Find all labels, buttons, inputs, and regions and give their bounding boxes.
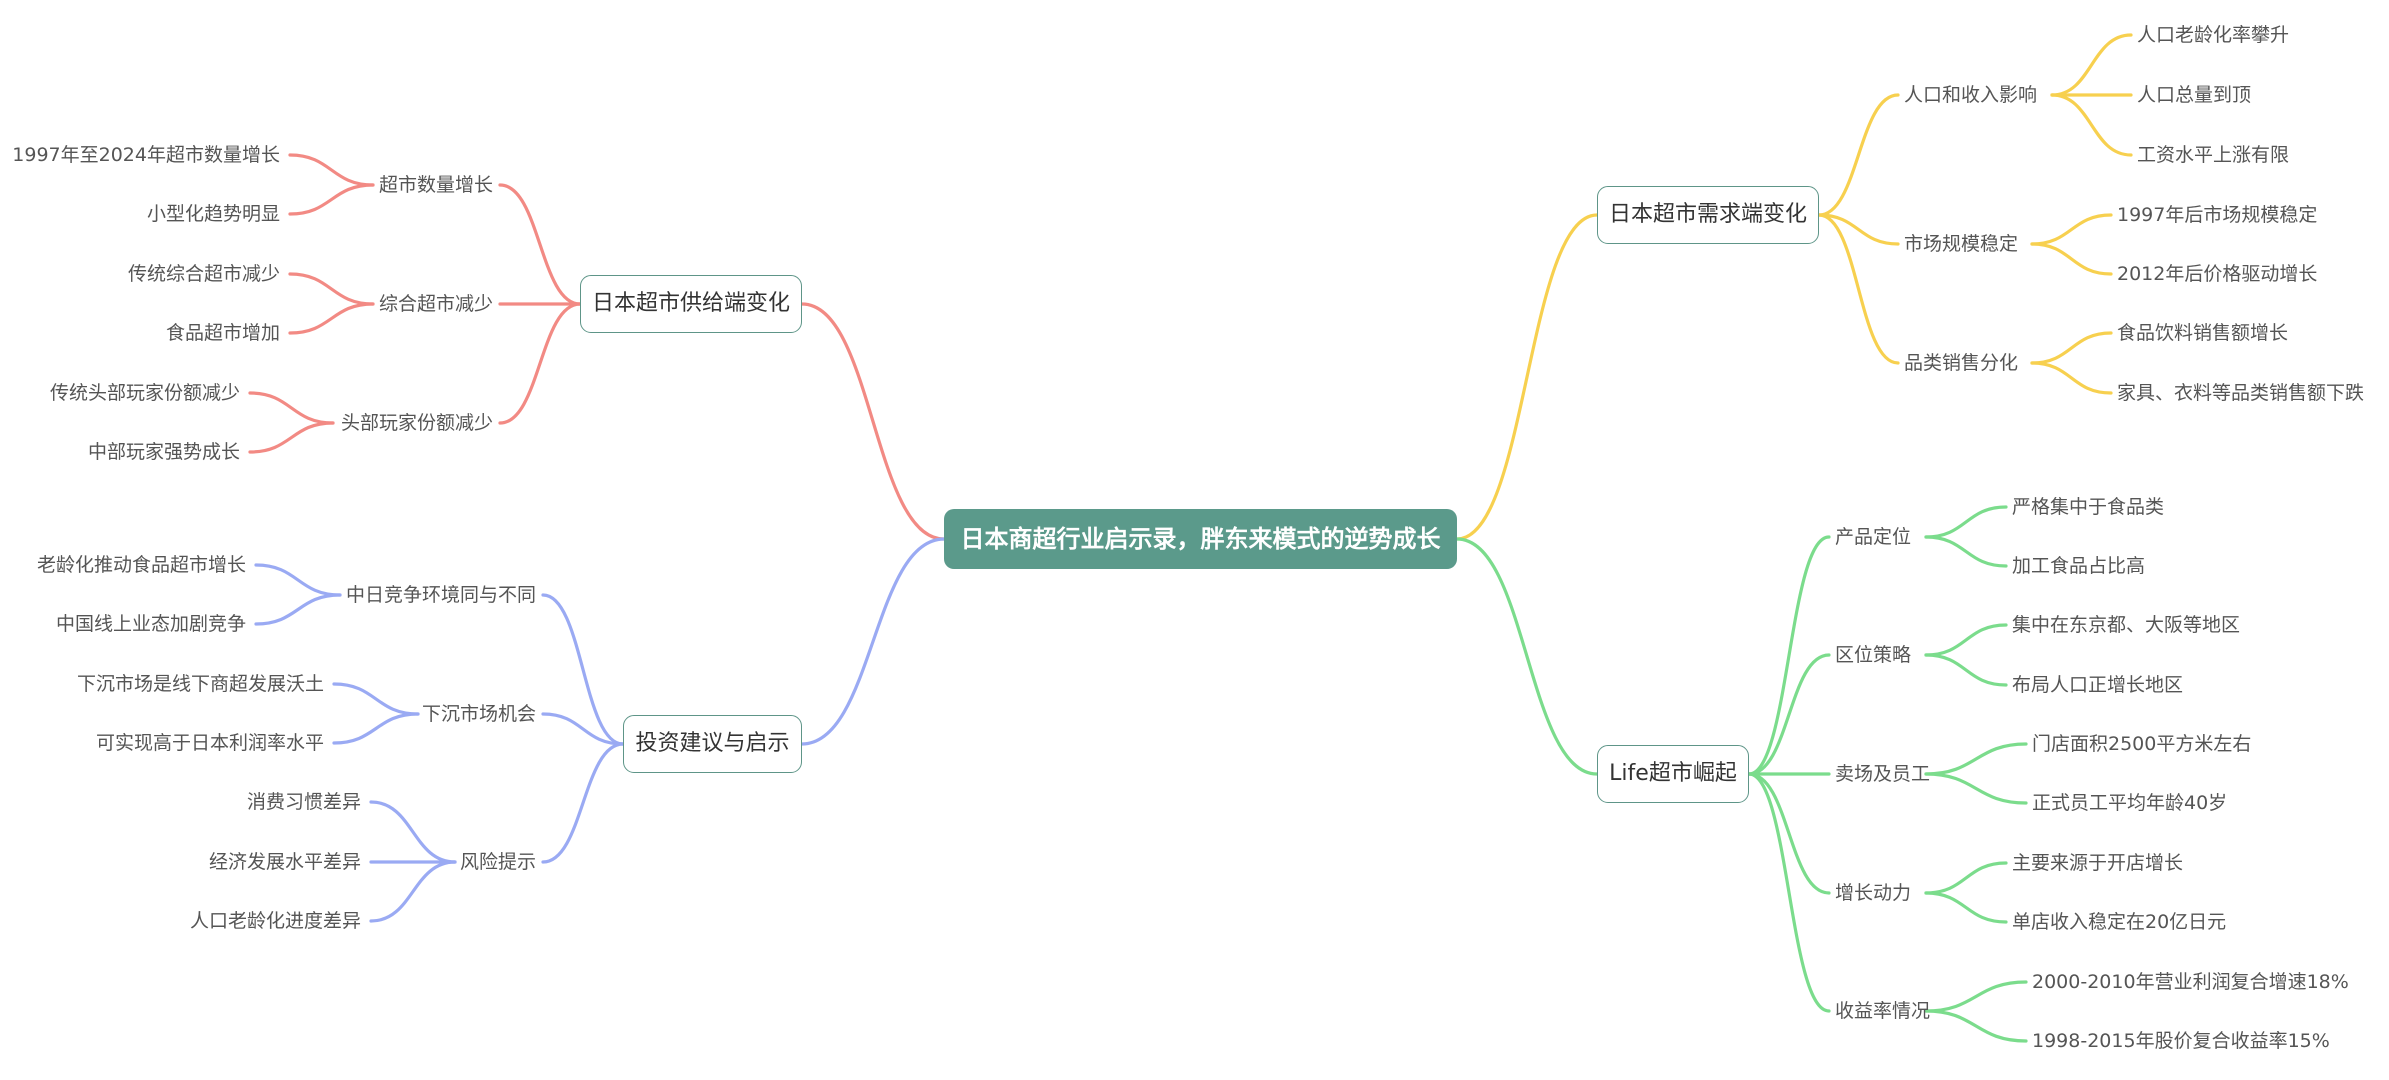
leaf-traditional-gms[interactable]: 传统综合超市减少	[127, 263, 280, 285]
branch-supply[interactable]: 日本超市供给端变化	[580, 275, 802, 333]
sub-product-positioning[interactable]: 产品定位	[1835, 526, 1912, 548]
branch-invest[interactable]: 投资建议与启示	[623, 715, 802, 773]
connector-life-leaf	[1924, 742, 2028, 776]
leaf-food-supermarket-up[interactable]: 食品超市增加	[165, 322, 280, 344]
leaf-stock-cagr[interactable]: 1998-2015年股价复合收益率15%	[2032, 1030, 2330, 1052]
sub-supermarket-count[interactable]: 超市数量增长	[378, 174, 493, 196]
connector-invest-sub	[541, 593, 625, 746]
leaf-aging-progress[interactable]: 人口老龄化进度差异	[189, 910, 361, 932]
root-node[interactable]: 日本商超行业启示录，胖东来模式的逆势成长	[944, 509, 1457, 569]
leaf-tokyo-osaka[interactable]: 集中在东京都、大阪等地区	[2012, 614, 2241, 636]
connector-root-demand	[1455, 213, 1599, 541]
sub-category-split[interactable]: 品类销售分化	[1904, 352, 2019, 374]
sub-population-income[interactable]: 人口和收入影响	[1904, 84, 2038, 106]
connector-demand-leaf	[2030, 242, 2113, 276]
connector-invest-sub	[541, 712, 625, 746]
connector-supply-leaf	[288, 272, 375, 306]
connector-life-sub	[1747, 535, 1831, 776]
connector-invest-leaf	[254, 563, 342, 597]
connector-supply-leaf	[248, 391, 335, 425]
connector-root-supply	[800, 302, 946, 541]
connector-life-sub	[1747, 653, 1831, 776]
leaf-staff-age[interactable]: 正式员工平均年龄40岁	[2032, 792, 2228, 814]
leaf-aging-rate[interactable]: 人口老龄化率攀升	[2137, 24, 2290, 46]
connector-life-leaf	[1924, 623, 2008, 657]
leaf-population-peak[interactable]: 人口总量到顶	[2137, 84, 2252, 106]
connector-life-leaf	[1924, 772, 2028, 805]
leaf-price-driven-2012[interactable]: 2012年后价格驱动增长	[2117, 263, 2318, 285]
leaf-traditional-top-players[interactable]: 传统头部玩家份额减少	[49, 382, 240, 404]
connector-supply-leaf	[288, 302, 375, 335]
connector-invest-leaf	[254, 593, 342, 626]
connector-demand-leaf	[2050, 93, 2133, 157]
sub-lower-tier-market[interactable]: 下沉市场机会	[421, 703, 536, 725]
leaf-mid-players[interactable]: 中部玩家强势成长	[87, 441, 240, 463]
sub-gms-decline[interactable]: 综合超市减少	[378, 293, 493, 315]
leaf-market-stable-1997[interactable]: 1997年后市场规模稳定	[2117, 204, 2318, 226]
connector-demand-leaf	[2030, 361, 2113, 395]
connector-invest-leaf	[332, 682, 420, 716]
connector-demand-sub	[1817, 93, 1900, 217]
leaf-economic-level[interactable]: 经济发展水平差异	[208, 851, 361, 873]
branch-life[interactable]: Life超市崛起	[1597, 745, 1749, 803]
branch-demand[interactable]: 日本超市需求端变化	[1597, 186, 1819, 244]
leaf-lower-tier-fertile[interactable]: 下沉市场是线下商超发展沃土	[76, 673, 324, 695]
connector-life-leaf	[1924, 505, 2008, 539]
connector-demand-leaf	[2030, 331, 2113, 365]
leaf-population-growth-area[interactable]: 布局人口正增长地区	[2012, 674, 2184, 696]
leaf-miniaturization[interactable]: 小型化趋势明显	[146, 203, 280, 225]
sub-market-size[interactable]: 市场规模稳定	[1904, 233, 2019, 255]
leaf-store-revenue[interactable]: 单店收入稳定在20亿日元	[2012, 911, 2227, 933]
connector-root-life	[1455, 537, 1599, 776]
connector-root-invest	[800, 537, 946, 746]
leaf-store-area[interactable]: 门店面积2500平方米左右	[2032, 733, 2252, 755]
sub-store-staff[interactable]: 卖场及员工	[1835, 763, 1931, 785]
connector-life-sub	[1747, 772, 1831, 895]
sub-top-share-decline[interactable]: 头部玩家份额减少	[340, 412, 493, 434]
connector-demand-sub	[1817, 213, 1900, 365]
connector-demand-leaf	[2050, 33, 2133, 97]
sub-growth-driver[interactable]: 增长动力	[1835, 882, 1912, 904]
sub-returns[interactable]: 收益率情况	[1835, 1000, 1931, 1022]
leaf-furniture-sales-down[interactable]: 家具、衣料等品类销售额下跌	[2117, 382, 2365, 404]
leaf-aging-food-growth[interactable]: 老龄化推动食品超市增长	[36, 554, 246, 576]
leaf-wage-limited[interactable]: 工资水平上涨有限	[2137, 144, 2290, 166]
leaf-consumption-habit[interactable]: 消费习惯差异	[246, 791, 361, 813]
leaf-profit-cagr[interactable]: 2000-2010年营业利润复合增速18%	[2032, 971, 2349, 993]
connector-life-leaf	[1924, 891, 2008, 924]
connector-life-leaf	[1924, 1009, 2028, 1043]
leaf-higher-margin[interactable]: 可实现高于日本利润率水平	[95, 732, 324, 754]
connector-invest-leaf	[369, 800, 457, 864]
connector-demand-leaf	[2030, 213, 2113, 246]
connector-life-leaf	[1924, 653, 2008, 687]
sub-competition-compare[interactable]: 中日竞争环境同与不同	[345, 584, 536, 606]
connector-life-leaf	[1924, 980, 2028, 1013]
leaf-count-growth[interactable]: 1997年至2024年超市数量增长	[12, 144, 280, 166]
sub-location-strategy[interactable]: 区位策略	[1835, 644, 1912, 666]
connector-invest-leaf	[369, 860, 457, 923]
leaf-store-opening[interactable]: 主要来源于开店增长	[2012, 852, 2184, 874]
leaf-online-competition[interactable]: 中国线上业态加剧竞争	[55, 613, 246, 635]
connector-supply-sub	[498, 302, 582, 425]
connector-supply-leaf	[288, 153, 375, 187]
connector-demand-sub	[1817, 213, 1900, 246]
connector-invest-sub	[541, 742, 625, 864]
connector-life-sub	[1747, 772, 1831, 1013]
connector-life-leaf	[1924, 535, 2008, 568]
connector-invest-leaf	[332, 712, 420, 745]
connector-life-leaf	[1924, 861, 2008, 895]
connector-supply-sub	[498, 183, 582, 306]
leaf-food-sales-up[interactable]: 食品饮料销售额增长	[2117, 322, 2289, 344]
sub-risk-warning[interactable]: 风险提示	[459, 851, 536, 873]
connector-supply-leaf	[288, 183, 375, 216]
leaf-food-focus[interactable]: 严格集中于食品类	[2012, 496, 2165, 518]
leaf-processed-food[interactable]: 加工食品占比高	[2012, 555, 2146, 577]
connector-supply-leaf	[248, 421, 335, 454]
